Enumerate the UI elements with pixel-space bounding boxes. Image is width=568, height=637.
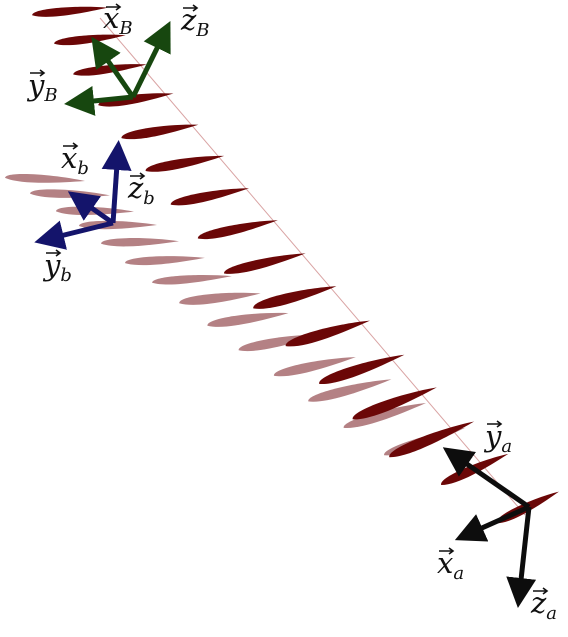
vector-overarrow	[130, 172, 146, 180]
undeformed-airfoil-section	[273, 357, 356, 377]
vector-overarrow	[183, 4, 199, 12]
z-B-label: zB	[180, 3, 210, 41]
y-a-axis-arrow	[442, 447, 531, 510]
frame-b-axes	[34, 140, 132, 250]
deformed-airfoil-section	[197, 220, 278, 240]
undeformed-airfoil-section	[152, 274, 232, 285]
undeformed-airfoil-section	[207, 312, 289, 327]
y-a-label: ya	[483, 419, 512, 457]
y-b-label: yb	[42, 248, 72, 286]
vector-overarrow	[63, 142, 79, 150]
deformed-airfoil-section	[319, 354, 405, 384]
undeformed-airfoil-section	[308, 379, 392, 402]
deformed-airfoil-section	[170, 188, 250, 206]
x-b-label: xb	[61, 141, 89, 179]
z-b-axis-arrow	[101, 140, 132, 224]
x-B-label: xB	[103, 1, 133, 39]
y-b-axis-arrow	[34, 220, 114, 250]
deformed-airfoil-section	[145, 155, 225, 172]
x-B-axis-arrow	[91, 36, 136, 99]
x-a-axis-arrow	[454, 504, 531, 542]
vector-overarrow	[106, 3, 122, 11]
vector-overarrows	[30, 3, 549, 595]
z-a-axis-arrow	[506, 506, 537, 608]
frame-B-axes	[64, 21, 171, 116]
undeformed-airfoil-section	[125, 256, 205, 266]
vector-overarrow	[46, 249, 62, 257]
x-a-label: xa	[437, 546, 464, 584]
deformed-airfoil-section	[224, 253, 306, 274]
vector-overarrow	[533, 587, 549, 595]
deformed-airfoil-sections	[32, 6, 559, 524]
undeformed-airfoil-sections	[5, 173, 466, 456]
beam-reference-line	[99, 17, 526, 516]
z-B-axis-arrow	[130, 21, 171, 99]
deformed-airfoil-section	[32, 6, 108, 17]
vector-overarrow	[30, 69, 46, 77]
deformed-airfoil-section	[285, 320, 370, 347]
deformed-airfoil-section	[121, 124, 199, 140]
x-b-axis-arrow	[67, 191, 115, 226]
z-b-label: zb	[127, 171, 155, 209]
undeformed-airfoil-section	[101, 238, 179, 247]
vector-overarrow	[487, 420, 503, 428]
undeformed-airfoil-section	[179, 292, 261, 305]
deformed-airfoil-section	[253, 286, 337, 309]
undeformed-airfoil-section	[30, 189, 111, 198]
frame-a-axes	[442, 447, 537, 608]
y-B-label: yB	[26, 68, 58, 106]
undeformed-airfoil-section	[5, 173, 86, 183]
deformed-airfoil-section	[352, 387, 437, 420]
vector-overarrow	[439, 547, 455, 555]
deformed-airfoil-section	[98, 93, 174, 107]
y-B-axis-arrow	[64, 86, 134, 116]
z-a-label: za	[530, 586, 557, 624]
deformed-airfoil-section	[389, 421, 475, 458]
undeformed-airfoil-section	[343, 402, 427, 428]
